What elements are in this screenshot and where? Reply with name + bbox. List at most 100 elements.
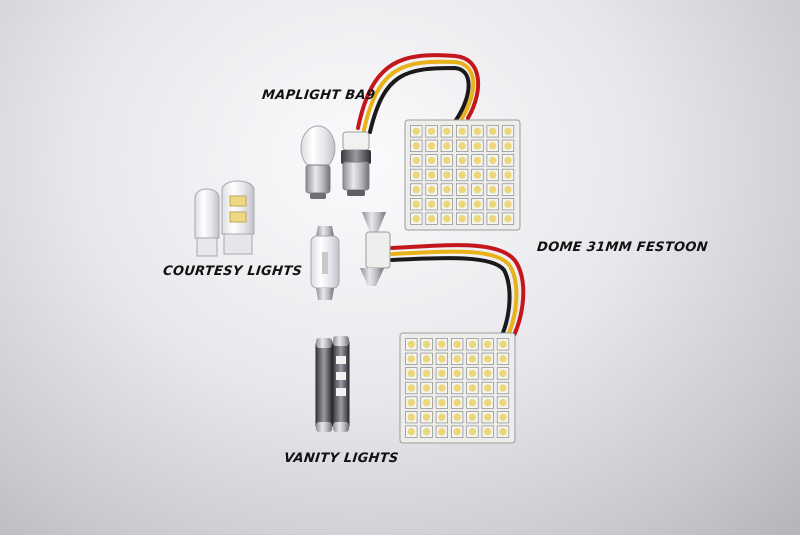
led-phosphor bbox=[473, 171, 482, 179]
led-phosphor bbox=[499, 384, 507, 392]
led-phosphor bbox=[412, 142, 420, 150]
vanity-light-right bbox=[332, 336, 350, 432]
led-phosphor bbox=[499, 398, 507, 407]
led-phosphor bbox=[422, 413, 431, 421]
bottom-wire-harness bbox=[390, 243, 526, 348]
led-phosphor bbox=[412, 127, 420, 135]
led-phosphor bbox=[438, 413, 446, 421]
led-phosphor bbox=[427, 127, 436, 135]
led-phosphor bbox=[412, 215, 420, 223]
led-phosphor bbox=[489, 185, 497, 194]
led-phosphor bbox=[443, 185, 451, 194]
courtesy-light-bulb-left bbox=[194, 188, 220, 257]
led-phosphor bbox=[473, 156, 482, 165]
led-grid-top bbox=[410, 125, 515, 225]
led-phosphor bbox=[443, 171, 451, 179]
led-phosphor bbox=[504, 156, 512, 165]
top-wire-harness bbox=[356, 53, 481, 134]
led-phosphor bbox=[407, 369, 415, 378]
maplight-label: MAPLIGHT BA9 bbox=[261, 88, 377, 103]
led-phosphor bbox=[407, 413, 415, 421]
vanity-lights-label: VANITY LIGHTS bbox=[283, 451, 400, 466]
led-phosphor bbox=[473, 127, 482, 135]
led-phosphor bbox=[422, 428, 431, 436]
led-phosphor bbox=[412, 156, 420, 165]
led-phosphor bbox=[504, 142, 512, 150]
led-phosphor bbox=[412, 200, 420, 208]
led-phosphor bbox=[473, 215, 482, 223]
led-phosphor bbox=[489, 156, 497, 165]
led-phosphor bbox=[499, 355, 507, 363]
dome-led-panel-top bbox=[404, 119, 521, 231]
led-phosphor bbox=[504, 171, 512, 179]
festoon-led-bulb bbox=[360, 212, 391, 286]
led-phosphor bbox=[484, 384, 492, 392]
led-phosphor bbox=[504, 185, 512, 194]
led-phosphor bbox=[468, 428, 477, 436]
led-phosphor bbox=[484, 428, 492, 436]
courtesy-lights-label: COURTESY LIGHTS bbox=[162, 264, 303, 279]
led-phosphor bbox=[453, 340, 461, 348]
led-phosphor bbox=[438, 369, 446, 378]
led-phosphor bbox=[453, 398, 461, 407]
led-phosphor bbox=[453, 384, 461, 392]
led-phosphor bbox=[499, 340, 507, 348]
led-phosphor bbox=[489, 142, 497, 150]
led-phosphor bbox=[438, 398, 446, 407]
led-phosphor bbox=[458, 156, 466, 165]
led-phosphor bbox=[422, 355, 431, 363]
vanity-light-left bbox=[315, 338, 333, 432]
led-phosphor bbox=[468, 398, 477, 407]
maplight-ba9-led-bulb bbox=[341, 131, 371, 196]
led-phosphor bbox=[438, 384, 446, 392]
led-phosphor bbox=[473, 185, 482, 194]
led-phosphor bbox=[473, 142, 482, 150]
led-phosphor bbox=[427, 185, 436, 194]
led-phosphor bbox=[422, 369, 431, 378]
led-phosphor bbox=[407, 340, 415, 348]
led-phosphor bbox=[458, 185, 466, 194]
led-phosphor bbox=[453, 413, 461, 421]
led-phosphor bbox=[443, 200, 451, 208]
led-phosphor bbox=[458, 200, 466, 208]
led-phosphor bbox=[438, 340, 446, 348]
led-phosphor bbox=[438, 355, 446, 363]
led-phosphor bbox=[468, 369, 477, 378]
courtesy-light-led-right bbox=[221, 180, 255, 255]
led-phosphor bbox=[484, 398, 492, 407]
led-phosphor bbox=[427, 215, 436, 223]
led-phosphor bbox=[499, 369, 507, 378]
led-phosphor bbox=[468, 340, 477, 348]
led-phosphor bbox=[458, 171, 466, 179]
festoon-bulb-glass bbox=[310, 226, 340, 300]
led-phosphor bbox=[489, 200, 497, 208]
led-phosphor bbox=[443, 142, 451, 150]
led-grid-bottom bbox=[405, 338, 510, 438]
led-phosphor bbox=[499, 428, 507, 436]
led-phosphor bbox=[407, 355, 415, 363]
led-phosphor bbox=[422, 384, 431, 392]
led-phosphor bbox=[438, 428, 446, 436]
led-phosphor bbox=[422, 398, 431, 407]
led-phosphor bbox=[407, 384, 415, 392]
led-phosphor bbox=[458, 215, 466, 223]
led-phosphor bbox=[489, 127, 497, 135]
led-phosphor bbox=[427, 142, 436, 150]
led-phosphor bbox=[422, 340, 431, 348]
led-phosphor bbox=[458, 142, 466, 150]
led-phosphor bbox=[458, 127, 466, 135]
led-phosphor bbox=[484, 413, 492, 421]
led-phosphor bbox=[453, 428, 461, 436]
led-phosphor bbox=[484, 369, 492, 378]
led-phosphor bbox=[427, 156, 436, 165]
led-phosphor bbox=[473, 200, 482, 208]
led-phosphor bbox=[504, 200, 512, 208]
led-phosphor bbox=[412, 171, 420, 179]
led-phosphor bbox=[504, 127, 512, 135]
led-phosphor bbox=[443, 215, 451, 223]
dome-led-panel-bottom bbox=[399, 332, 516, 444]
led-phosphor bbox=[468, 413, 477, 421]
led-phosphor bbox=[427, 171, 436, 179]
